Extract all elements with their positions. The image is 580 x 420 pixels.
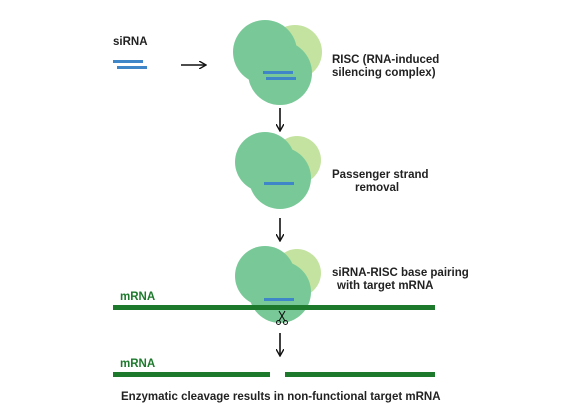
- sirna-passenger-strand: [117, 66, 147, 69]
- mrna-label-top: mRNA: [120, 291, 155, 303]
- sirna-label: siRNA: [113, 36, 148, 48]
- passenger-label-line1: Passenger strand: [332, 169, 429, 181]
- risc-guide-strand: [263, 71, 293, 74]
- risc-complex-loaded: [233, 20, 322, 105]
- cleaved-mrna-fragment-left: [113, 372, 270, 377]
- risc-complex-activated: [235, 132, 321, 209]
- risc-label-line1: RISC (RNA-induced: [332, 54, 439, 66]
- risc-label-line2: silencing complex): [332, 67, 436, 79]
- risc-guide-strand: [264, 182, 294, 185]
- scissors-icon: [276, 310, 288, 325]
- mrna-label-bottom: mRNA: [120, 358, 155, 370]
- risc-passenger-strand: [266, 77, 296, 80]
- passenger-label-line2: removal: [355, 182, 399, 194]
- pairing-label-line2: with target mRNA: [336, 280, 433, 292]
- sirna-duplex: [113, 60, 147, 69]
- sirna-guide-strand: [113, 60, 143, 63]
- cleavage-caption: Enzymatic cleavage results in non-functi…: [121, 391, 441, 403]
- bound-guide-strand: [264, 298, 294, 301]
- target-mrna-strand: [113, 305, 435, 310]
- risc-main-body: [249, 147, 311, 209]
- risc-complex-bound: [235, 246, 321, 323]
- cleaved-mrna-fragment-right: [285, 372, 435, 377]
- pairing-label-line1: siRNA-RISC base pairing: [332, 267, 469, 279]
